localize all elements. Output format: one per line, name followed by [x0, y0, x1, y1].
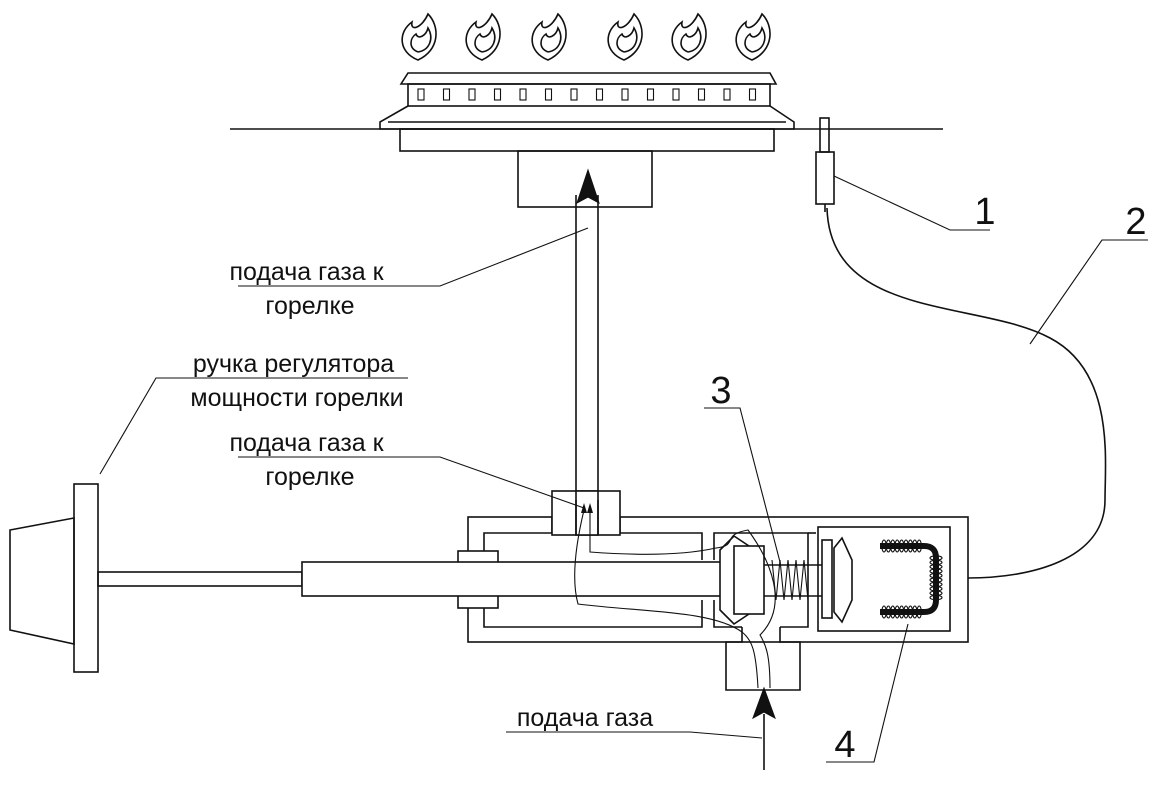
burner-port [748, 88, 757, 101]
gas-inlet [725, 627, 801, 770]
gas-to-burner-top-label: подача газа к горелке [229, 258, 390, 320]
valve-plug [719, 534, 853, 626]
flames [401, 12, 771, 61]
gas-to-burner-mid-label: подача газа к горелке [229, 429, 390, 491]
burner-port [595, 88, 604, 101]
callout-3: 3 [710, 370, 731, 412]
callout-1: 1 [974, 191, 995, 233]
burner-port [672, 88, 680, 101]
burner [379, 72, 795, 208]
thermocouple-wire [826, 207, 1107, 579]
valve-body [457, 490, 969, 643]
valve-stem [301, 561, 723, 597]
flame-icon [401, 12, 437, 61]
callout-2: 2 [1125, 201, 1146, 243]
thermocouple-sensor [815, 117, 835, 212]
electromagnet [880, 539, 943, 619]
burner-port [544, 88, 553, 101]
burner-port [417, 88, 425, 101]
coil-turn [929, 594, 943, 601]
knob-label: ручка регулятора мощности горелки [190, 350, 403, 412]
burner-port [468, 88, 476, 101]
flame-icon [607, 12, 643, 61]
coil-turn [916, 539, 922, 553]
spring [771, 559, 809, 601]
burner-port [493, 88, 502, 101]
burner-port [697, 88, 706, 101]
flame-icon [531, 12, 567, 61]
burner-port [646, 88, 655, 101]
gas-pipe-to-burner [575, 168, 600, 515]
leader-lines [99, 175, 1148, 763]
flame-icon [735, 12, 771, 61]
burner-port [570, 88, 578, 101]
gas-supply-label: подача газа [517, 704, 653, 732]
flame-icon [465, 12, 501, 61]
burner-port [723, 88, 731, 101]
flame-icon [671, 12, 707, 61]
gas-flow-lines [574, 503, 776, 689]
callout-4: 4 [834, 724, 855, 766]
burner-port [519, 88, 527, 101]
regulator-knob [9, 483, 303, 673]
coil-turn [916, 605, 922, 619]
burner-port [621, 88, 629, 101]
burner-port [442, 88, 451, 101]
